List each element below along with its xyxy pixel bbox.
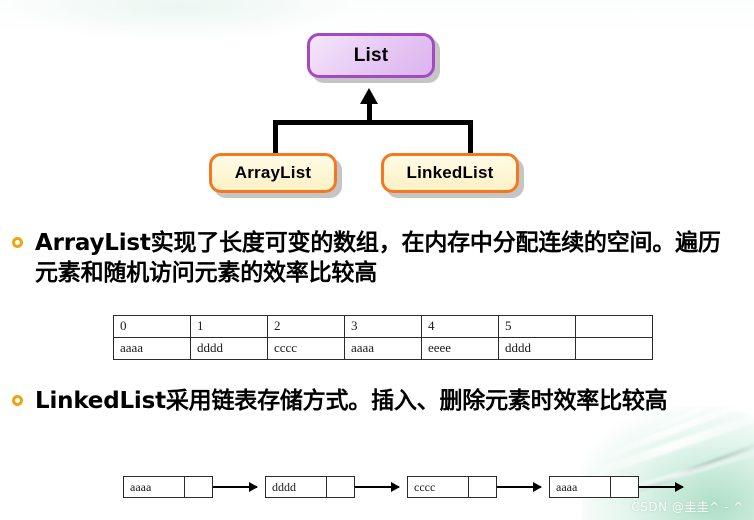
ll-node-value-3: aaaa bbox=[549, 476, 611, 498]
connector-right-drop bbox=[468, 120, 473, 154]
inheritance-arrow-icon bbox=[360, 88, 378, 104]
node-arraylist: ArrayList bbox=[209, 153, 337, 193]
ll-node-pointer-3 bbox=[611, 476, 639, 498]
ring-bullet-icon bbox=[12, 395, 23, 406]
table-cell-value-0: aaaa bbox=[113, 337, 191, 360]
ll-node-value-0: aaaa bbox=[123, 476, 185, 498]
table-cell-value-4: eeee bbox=[421, 337, 499, 360]
table-cell-index-2: 2 bbox=[267, 315, 345, 338]
node-linkedlist: LinkedList bbox=[381, 153, 519, 193]
ll-node-pointer-2 bbox=[469, 476, 497, 498]
ll-arrow-1 bbox=[355, 483, 400, 491]
ll-node-value-1: dddd bbox=[265, 476, 327, 498]
list-item: aaaa bbox=[549, 476, 639, 498]
list-item: aaaa bbox=[123, 476, 213, 498]
class-hierarchy-diagram: List ArrayList LinkedList bbox=[0, 0, 754, 215]
ll-arrow-2 bbox=[497, 483, 542, 491]
array-memory-table: 0 1 2 3 4 5 aaaa dddd cccc aaaa eeee ddd… bbox=[113, 315, 653, 360]
table-cell-index-4: 4 bbox=[421, 315, 499, 338]
bullet-text-linkedlist: LinkedList采用链表存储方式。插入、删除元素时效率比较高 bbox=[35, 388, 668, 414]
ring-bullet-icon bbox=[12, 237, 23, 248]
ll-node-pointer-1 bbox=[327, 476, 355, 498]
list-item: cccc bbox=[407, 476, 497, 498]
ll-node-value-2: cccc bbox=[407, 476, 469, 498]
table-cell-index-0: 0 bbox=[113, 315, 191, 338]
connector-stem bbox=[367, 102, 372, 124]
table-cell-value-5: dddd bbox=[498, 337, 576, 360]
table-row-value: aaaa dddd cccc aaaa eeee dddd bbox=[113, 337, 653, 360]
connector-horizontal-bar bbox=[273, 120, 473, 125]
corner-shade-streak bbox=[626, 439, 754, 497]
corner-streak-2 bbox=[586, 406, 754, 480]
bullet-text-arraylist: ArrayList实现了长度可变的数组，在内存中分配连续的空间。遍历元素和随机访… bbox=[35, 230, 721, 287]
table-cell-index-6 bbox=[575, 315, 653, 338]
table-cell-value-2: cccc bbox=[267, 337, 345, 360]
ll-arrow-tail bbox=[639, 483, 684, 491]
linked-list-diagram: aaaa dddd cccc aaaa bbox=[113, 472, 684, 504]
table-cell-value-3: aaaa bbox=[344, 337, 422, 360]
connector-left-drop bbox=[273, 120, 278, 154]
table-row-index: 0 1 2 3 4 5 bbox=[113, 315, 653, 338]
table-cell-value-1: dddd bbox=[190, 337, 268, 360]
table-cell-index-3: 3 bbox=[344, 315, 422, 338]
csdn-watermark: CSDN @圭圭^ - ^ bbox=[631, 500, 744, 514]
ll-node-pointer-0 bbox=[185, 476, 213, 498]
ll-arrow-0 bbox=[213, 483, 258, 491]
node-list: List bbox=[307, 33, 435, 78]
table-cell-value-6 bbox=[575, 337, 653, 360]
bullet-item-arraylist: ArrayList实现了长度可变的数组，在内存中分配连续的空间。遍历元素和随机访… bbox=[12, 228, 727, 289]
table-cell-index-1: 1 bbox=[190, 315, 268, 338]
list-item: dddd bbox=[265, 476, 355, 498]
bullet-item-linkedlist: LinkedList采用链表存储方式。插入、删除元素时效率比较高 bbox=[12, 386, 727, 416]
table-cell-index-5: 5 bbox=[498, 315, 576, 338]
